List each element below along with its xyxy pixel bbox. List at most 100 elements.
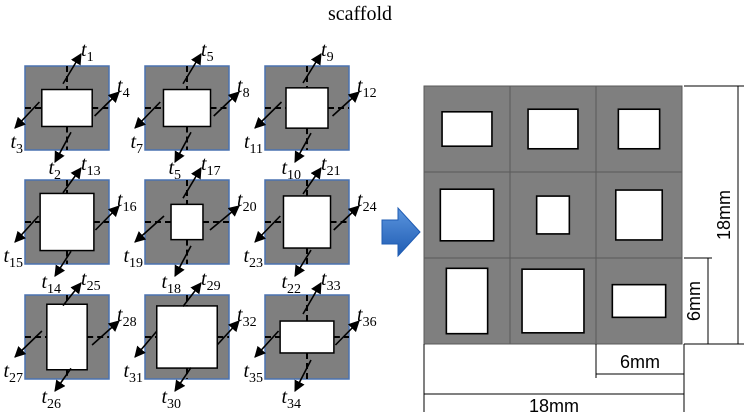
thickness-label-top: t5 [201,39,214,65]
thickness-arrow-bottom [174,131,192,163]
thickness-label-top: t9 [321,39,334,65]
thickness-arrow-bottom [54,250,72,277]
thickness-label-left: t35 [243,360,263,386]
thickness-label-top: t25 [81,268,101,294]
scaffold-pore [441,111,493,148]
thickness-arrow-bottom [294,359,312,392]
dim-total-width-label: 18mm [529,396,579,416]
thickness-arrow-left [134,330,158,358]
thickness-label-left: t23 [243,245,263,271]
thickness-label-top: t1 [81,39,94,65]
thickness-arrow-top [302,53,322,84]
unit-cell-hole [279,320,335,354]
thickness-label-bottom: t10 [281,157,301,183]
thickness-arrow-right [209,205,240,231]
thickness-label-left: t7 [130,131,143,157]
thickness-label-left: t31 [123,360,143,386]
thickness-label-bottom: t30 [161,386,181,412]
thickness-label-left: t15 [3,245,23,271]
dim-cell-height-label: 6mm [684,281,704,321]
thickness-label-left: t11 [244,131,263,157]
unit-cell-hole [39,192,95,252]
dim-total-height-label: 18mm [714,190,734,240]
thickness-arrow-right [331,91,360,117]
thickness-arrow-right [333,205,360,231]
thickness-label-top: t33 [321,268,341,294]
unit-cell-hole [282,195,332,249]
thickness-label-left: t19 [123,245,143,271]
thickness-arrow-right [216,320,240,346]
thickness-arrow-left [254,215,281,243]
thickness-label-right: t20 [237,189,257,215]
thickness-arrow-top [62,282,82,307]
thickness-label-right: t16 [117,189,137,215]
unit-cell-hole [170,203,204,241]
thickness-label-top: t17 [201,153,221,179]
thickness-arrow-bottom [294,132,312,163]
scaffold-pore [521,268,585,334]
thickness-label-right: t24 [357,189,377,215]
unit-cell-hole [162,88,212,128]
thickness-label-bottom: t5 [168,157,181,183]
unit-cell-hole [46,303,88,371]
scaffold-dimensions: 18mm 6mm 6mm 18mm [423,85,744,416]
thickness-arrow-top [62,53,82,85]
thickness-arrow-right [94,205,120,231]
thickness-arrow-left [134,215,165,243]
diagram-title: scaffold [328,3,392,25]
thickness-arrow-right [91,320,120,346]
thickness-label-left: t27 [3,360,23,386]
thickness-arrow-top [62,167,82,194]
thickness-arrow-left [254,330,280,358]
thickness-label-bottom: t18 [161,271,181,297]
scaffold-pore [445,267,489,335]
thickness-arrow-top [182,53,202,85]
thickness-label-top: t29 [201,268,221,294]
thickness-label-top: t13 [81,153,101,179]
unit-cell: t13 t16 t15 t14 [3,153,136,297]
thickness-label-bottom: t26 [41,386,61,412]
thickness-label-bottom: t22 [281,271,301,297]
thickness-label-right: t12 [357,75,377,101]
transform-arrow [381,206,421,258]
thickness-label-right: t8 [237,75,250,101]
unit-cell: t5 t8 t7 t5 [130,39,249,183]
thickness-arrow-bottom [174,245,192,277]
scaffold-pore [439,188,495,242]
thickness-arrow-bottom [294,249,312,277]
thickness-arrow-bottom [54,131,72,163]
thickness-label-right: t28 [117,304,137,330]
thickness-arrow-top [182,167,202,199]
thickness-label-bottom: t34 [281,386,301,412]
scaffold-pore [535,195,571,235]
thickness-arrow-right [94,91,120,117]
thickness-label-right: t36 [357,304,377,330]
scaffold-pore [614,189,664,241]
scaffold-pore [617,108,661,150]
unit-cell-grid: t1t4t3t2t5t8t7t5t9t12t11t10t13t16t15t14t… [3,39,376,412]
thickness-arrow-top [302,282,322,315]
thickness-label-bottom: t14 [41,271,61,297]
thickness-arrow-left [14,215,40,243]
scaffold-assembly [423,85,683,345]
unit-cell: t33 t36 t35 t34 [243,268,376,412]
scaffold-pore [611,283,667,319]
thickness-arrow-bottom [174,367,192,392]
thickness-arrow-right [213,91,240,117]
dim-cell-width-label: 6mm [620,352,660,372]
thickness-label-top: t21 [321,153,341,179]
unit-cell: t1 t4 t3 t2 [10,39,129,183]
unit-cell: t9 t12 t11 t10 [244,39,377,183]
thickness-arrow-left [14,101,40,129]
thickness-label-left: t3 [10,131,23,157]
thickness-arrow-left [254,101,283,129]
unit-cell-hole [156,305,218,369]
thickness-arrow-right [334,320,360,346]
scaffold-pore [527,108,579,150]
thickness-label-right: t4 [117,75,130,101]
thickness-arrow-bottom [54,367,72,392]
unit-cell: t21 t24 t23 t22 [243,153,376,297]
thickness-label-bottom: t2 [48,157,61,183]
